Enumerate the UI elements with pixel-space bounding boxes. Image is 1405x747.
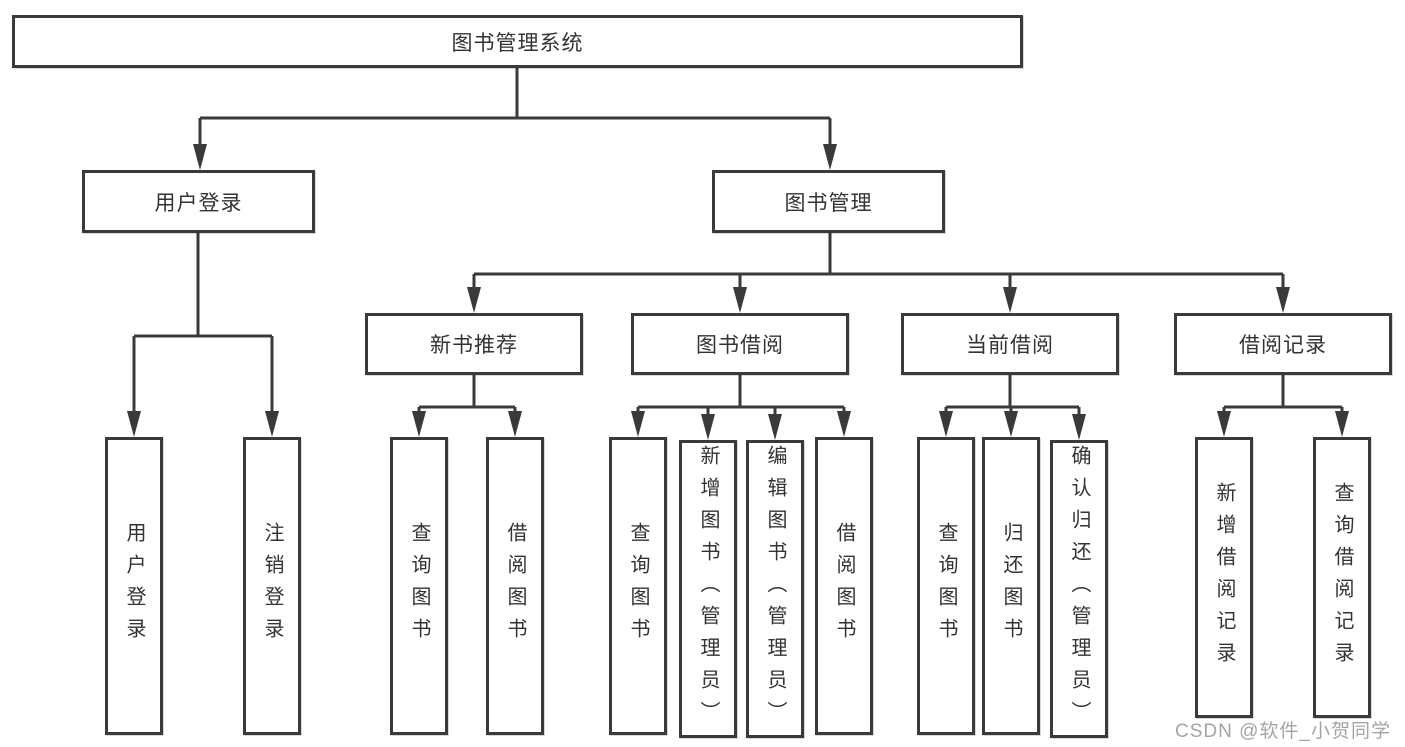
arrow-icon xyxy=(1003,287,1017,313)
arrow-icon xyxy=(837,411,851,437)
node-leaf-add-books-admin-label: 新增图书（管理员） xyxy=(697,445,719,733)
node-leaf-query-borrow-record: 查询借阅记录 xyxy=(1313,437,1371,718)
node-user-login-group-label: 用户登录 xyxy=(154,191,243,215)
node-leaf-confirm-return-admin: 确认归还（管理员） xyxy=(1050,440,1108,738)
arrow-icon xyxy=(939,411,953,437)
node-leaf-borrow-books-borrowing: 借阅图书 xyxy=(815,437,873,735)
arrow-icon xyxy=(265,411,279,437)
arrow-icon xyxy=(1072,414,1086,440)
node-leaf-add-borrow-record: 新增借阅记录 xyxy=(1195,437,1253,718)
node-leaf-confirm-return-admin-label: 确认归还（管理员） xyxy=(1068,445,1090,733)
node-current-borrowing: 当前借阅 xyxy=(901,313,1119,375)
node-borrowing-records: 借阅记录 xyxy=(1174,313,1392,375)
node-book-borrowing-label: 图书借阅 xyxy=(696,334,784,357)
watermark: CSDN @软件_小贺同学 xyxy=(1175,721,1391,742)
node-leaf-add-borrow-record-label: 新增借阅记录 xyxy=(1213,481,1235,674)
edge-root-trunk xyxy=(198,68,832,146)
node-leaf-logout-label: 注销登录 xyxy=(261,522,283,650)
edge-borrow-records-trunk xyxy=(1222,375,1344,413)
node-leaf-add-books-admin: 新增图书（管理员） xyxy=(679,440,737,738)
arrow-icon xyxy=(467,287,481,313)
node-leaf-user-login: 用户登录 xyxy=(105,437,163,735)
node-book-management: 图书管理 xyxy=(712,170,945,233)
arrow-icon xyxy=(508,411,522,437)
arrow-icon xyxy=(412,411,426,437)
arrow-icon xyxy=(1004,411,1018,437)
node-root-label: 图书管理系统 xyxy=(451,31,584,55)
arrow-icon xyxy=(193,144,207,170)
arrow-icon xyxy=(733,287,747,313)
arrow-icon xyxy=(823,144,837,170)
node-leaf-return-books: 归还图书 xyxy=(982,437,1040,735)
edge-current-borrow-trunk xyxy=(944,375,1081,416)
node-book-management-label: 图书管理 xyxy=(784,191,873,215)
edge-user-login-trunk xyxy=(132,233,274,413)
node-current-borrowing-label: 当前借阅 xyxy=(966,334,1054,357)
arrow-icon xyxy=(768,414,782,440)
node-root: 图书管理系统 xyxy=(12,15,1023,68)
arrow-icon xyxy=(631,411,645,437)
node-new-book-recommend: 新书推荐 xyxy=(365,313,583,375)
edge-book-mgmt-trunk xyxy=(472,233,1285,289)
arrow-icon xyxy=(701,414,715,440)
edge-new-book-trunk xyxy=(417,375,517,413)
node-borrowing-records-label: 借阅记录 xyxy=(1239,334,1327,357)
node-leaf-query-borrow-record-label: 查询借阅记录 xyxy=(1331,481,1353,674)
arrow-icon xyxy=(1335,411,1349,437)
node-leaf-logout: 注销登录 xyxy=(243,437,301,735)
node-leaf-borrow-books-recommend-label: 借阅图书 xyxy=(504,522,526,650)
node-leaf-query-books-current: 查询图书 xyxy=(917,437,975,735)
node-leaf-borrow-books-borrowing-label: 借阅图书 xyxy=(833,522,855,650)
node-user-login-group: 用户登录 xyxy=(82,170,315,233)
node-leaf-user-login-label: 用户登录 xyxy=(123,522,145,650)
node-leaf-return-books-label: 归还图书 xyxy=(1000,522,1022,650)
node-leaf-query-books-recommend: 查询图书 xyxy=(390,437,448,735)
arrow-icon xyxy=(127,411,141,437)
node-leaf-borrow-books-recommend: 借阅图书 xyxy=(486,437,544,735)
node-leaf-edit-books-admin: 编辑图书（管理员） xyxy=(746,440,804,738)
arrow-icon xyxy=(1217,411,1231,437)
edge-book-borrow-trunk xyxy=(636,375,846,416)
node-leaf-query-books-recommend-label: 查询图书 xyxy=(408,522,430,650)
node-leaf-query-books-borrowing: 查询图书 xyxy=(609,437,667,735)
node-leaf-query-books-borrowing-label: 查询图书 xyxy=(627,522,649,650)
node-leaf-query-books-current-label: 查询图书 xyxy=(935,522,957,650)
node-book-borrowing: 图书借阅 xyxy=(631,313,849,375)
arrow-icon xyxy=(1276,287,1290,313)
node-leaf-edit-books-admin-label: 编辑图书（管理员） xyxy=(764,445,786,733)
node-new-book-recommend-label: 新书推荐 xyxy=(430,334,518,357)
